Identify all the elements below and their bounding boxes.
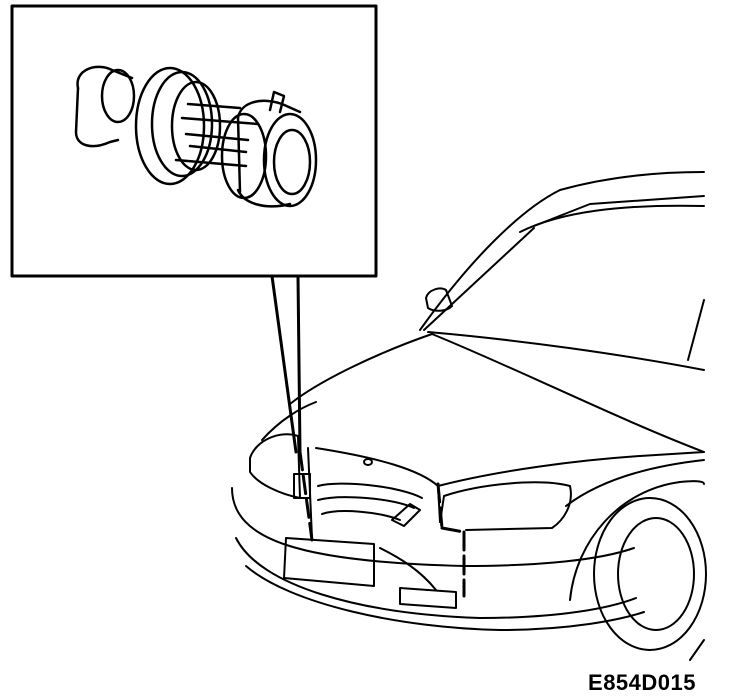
hood-front (316, 448, 438, 486)
replacement-cut-lines (300, 452, 464, 596)
a-pillar (424, 228, 534, 330)
side-line (690, 640, 704, 660)
fog-lamp-right (400, 588, 456, 608)
figure-code: E854D015 (588, 670, 696, 695)
windscreen-bottom (428, 332, 704, 370)
front-wheel (594, 498, 706, 650)
bumper-crease (380, 548, 436, 590)
hood-right (438, 452, 704, 486)
headlight-right (440, 482, 571, 530)
side-mirror (426, 288, 452, 310)
detail-inset-frame (12, 6, 376, 276)
windscreen-top (520, 206, 704, 232)
fender-line (566, 460, 704, 506)
hood-crease (432, 334, 704, 452)
bulb-socket-detail (76, 67, 316, 206)
bumper-bottom (246, 566, 644, 630)
callout-leader (272, 276, 300, 452)
license-plate (284, 538, 374, 586)
car-outline (232, 172, 706, 660)
wheel-arch (570, 481, 704, 600)
front-bumper-lower (236, 538, 636, 618)
roofline (420, 172, 704, 330)
hood-left-edge (290, 334, 432, 404)
headlight-left (250, 434, 300, 498)
hood-front-edge (262, 402, 316, 440)
front-indicator-lamp-left (294, 474, 310, 498)
front-grille (308, 448, 440, 538)
windscreen-right (688, 300, 704, 360)
windscreen-top-inner (534, 196, 704, 226)
front-bumper-upper (232, 488, 634, 566)
front-wheel-rim (618, 518, 694, 630)
